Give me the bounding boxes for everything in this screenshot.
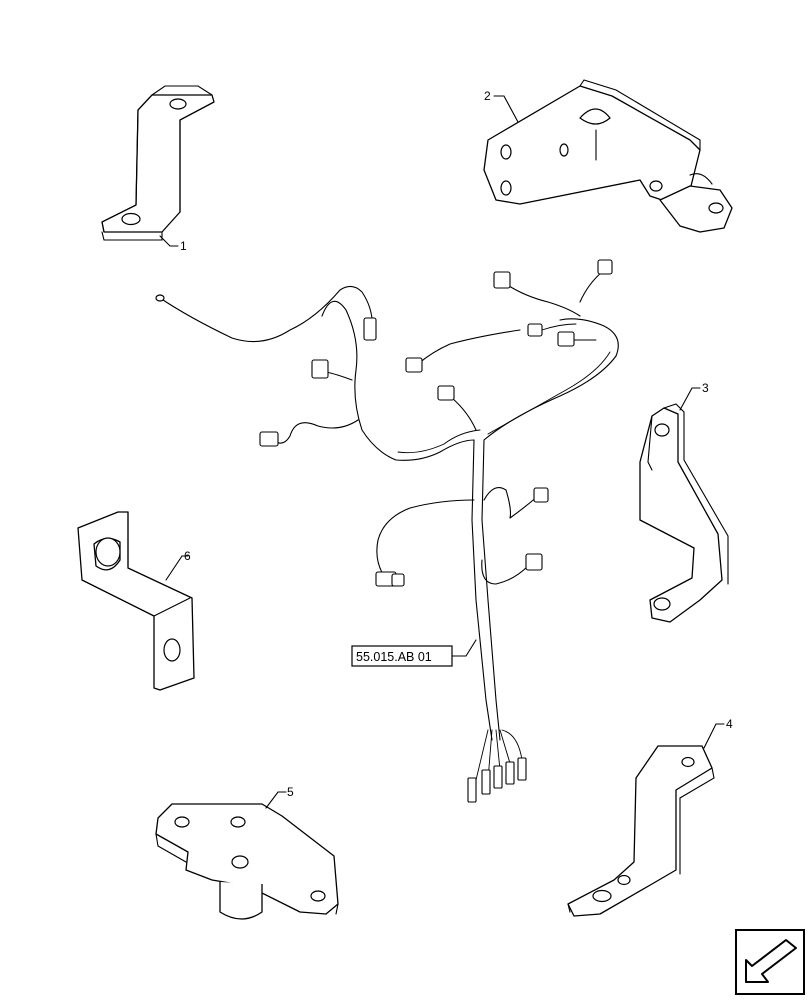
bracket-4[interactable] <box>567 745 715 917</box>
callout-3: 3 <box>702 381 709 395</box>
arrow-icon[interactable] <box>735 929 805 995</box>
callout-1: 1 <box>180 239 187 253</box>
reference-box[interactable] <box>351 645 453 667</box>
bracket-5[interactable] <box>155 803 339 920</box>
bracket-3[interactable] <box>639 403 729 623</box>
callout-5: 5 <box>287 785 294 799</box>
callout-6: 6 <box>184 549 191 563</box>
callout-2: 2 <box>484 89 491 103</box>
reference-label: 55.015.AB 01 <box>356 650 432 664</box>
bracket-6[interactable] <box>77 511 195 691</box>
bracket-2[interactable] <box>483 79 733 233</box>
wiring-harness[interactable] <box>155 259 619 803</box>
bracket-1[interactable] <box>101 85 215 241</box>
callout-4: 4 <box>726 717 733 731</box>
